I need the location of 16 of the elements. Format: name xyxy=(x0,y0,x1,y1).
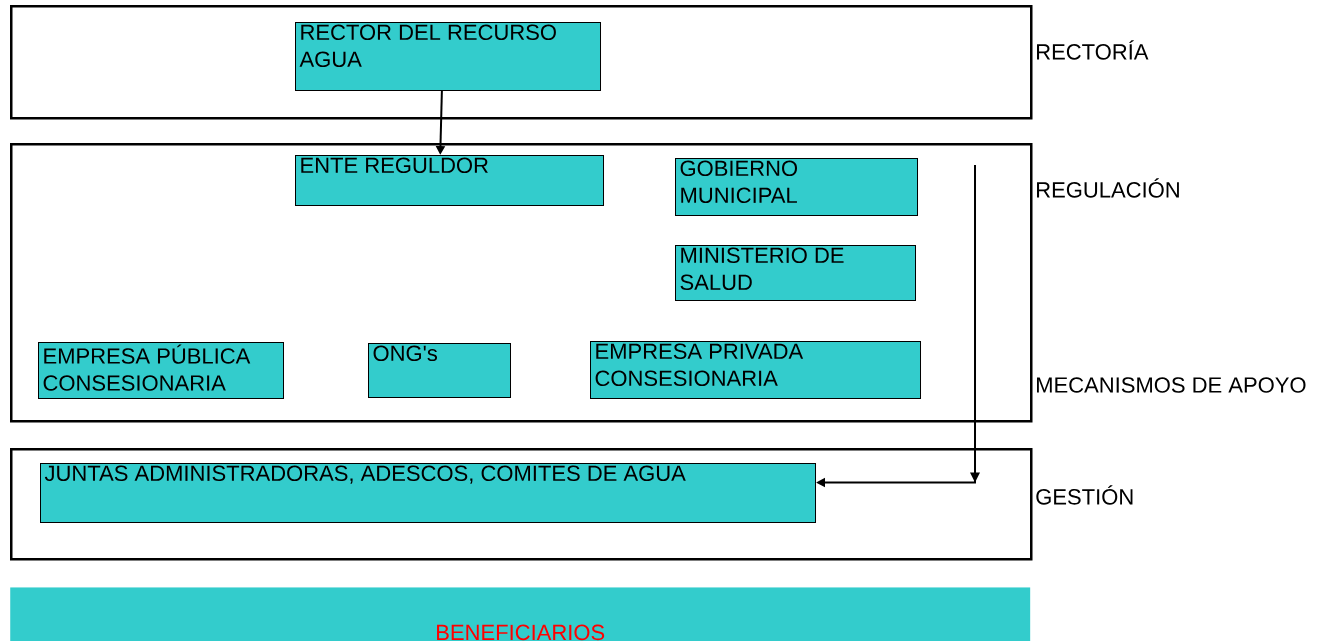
entity-box: MINISTERIO DE SALUD xyxy=(675,245,916,301)
level-label: RECTORÍA xyxy=(1037,40,1149,60)
band-box xyxy=(10,5,1033,120)
entity-box: JUNTAS ADMINISTRADORAS, ADESCOS, COMITES DE AGUA xyxy=(40,463,816,523)
level-label: MECANISMOS DE APOYO xyxy=(1037,377,1306,393)
entity-box: EMPRESA PÚBLICA CONSESIONARIA xyxy=(38,342,284,399)
entity-box: ONG's xyxy=(368,343,511,398)
entity-box: EMPRESA PRIVADA CONSESIONARIA xyxy=(590,341,921,399)
level-label: REGULACIÓN xyxy=(1037,178,1179,198)
banner-box: BENEFICIARIOS xyxy=(10,587,1031,641)
band-box xyxy=(10,448,1033,561)
band-box xyxy=(10,143,1033,423)
entity-box: RECTOR DEL RECURSO AGUA xyxy=(295,22,601,91)
level-label: GESTIÓN xyxy=(1036,485,1133,505)
entity-box: GOBIERNO MUNICIPAL xyxy=(675,158,918,216)
entity-box: ENTE REGULDOR xyxy=(295,155,604,206)
